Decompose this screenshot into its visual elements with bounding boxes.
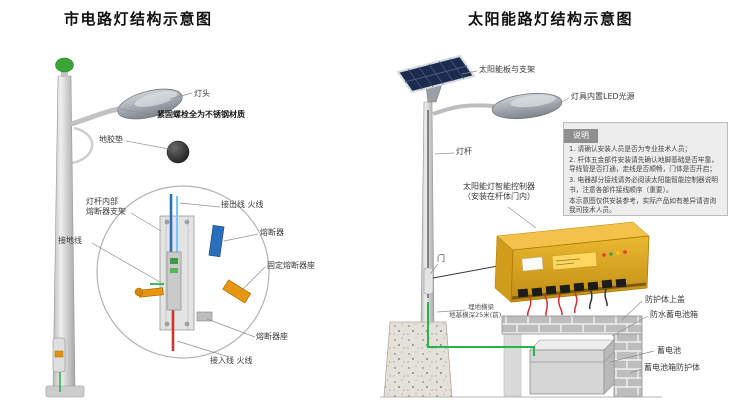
solar-pole-door xyxy=(423,267,434,295)
controller-box xyxy=(494,221,650,318)
leader-lines-left xyxy=(91,92,266,358)
mains-lamp-diagram xyxy=(45,57,270,398)
label-door: 门 xyxy=(437,254,445,263)
label-lamp-head: 灯头 xyxy=(194,89,210,98)
led-yellow xyxy=(616,251,620,255)
label-box-guard: 蓄电池箱防护体 xyxy=(644,363,700,372)
battery-box xyxy=(529,339,615,395)
instructions-title: 说明 xyxy=(564,129,598,143)
controller-white-label xyxy=(521,256,544,272)
instructions-body: 1. 请确认安装人员是否为专业技术人员； 2. 杆体五金部件安装请先确认地脚基础… xyxy=(564,143,727,215)
finial-stem xyxy=(61,70,68,77)
fuse-seat xyxy=(196,311,213,322)
label-foundation-depth: 地基横深25米(前) xyxy=(449,311,502,319)
fuse-indicator-1 xyxy=(170,258,178,264)
instructions-panel: 说明 1. 请确认安装人员是否为专业技术人员； 2. 杆体五金部件安装请先确认地… xyxy=(563,122,728,216)
label-out-wire: 接出线 火线 xyxy=(221,200,264,209)
label-buried-beam: 埋地横梁 xyxy=(468,303,494,311)
bolt-head xyxy=(134,287,144,297)
label-waterproof-box: 防水蓄电池箱 xyxy=(650,310,698,319)
left-wall xyxy=(503,333,522,397)
fuse-holder-body xyxy=(166,251,182,311)
label-battery: 蓄电池 xyxy=(657,346,681,355)
solar-lamp-diagram xyxy=(380,54,662,398)
green-finial xyxy=(55,57,74,73)
instruction-item: 本示意图仅供安装参考，实际产品如有差异请咨询我司技术人员。 xyxy=(569,196,717,215)
rubber-pad-ball xyxy=(166,140,190,164)
label-protective-cover: 防护体上盖 xyxy=(645,295,685,304)
led-red xyxy=(602,253,606,257)
instruction-item: 1. 请确认安装人员是否为专业技术人员； xyxy=(569,145,692,153)
label-controller-line2: （安装在杆体门内） xyxy=(463,192,535,201)
label-in-wire: 接入线 火线 xyxy=(210,356,253,365)
label-fixed-fuse-holder: 固定熔断器座 xyxy=(267,261,315,270)
label-ground-wire: 接地线 xyxy=(58,236,82,245)
terminal-blocks xyxy=(517,278,627,298)
left-diagram-title: 市电路灯结构示意图 xyxy=(64,10,213,28)
controller-cable xyxy=(432,265,499,279)
label-led-lamp: 灯具内置LED光源 xyxy=(571,92,635,101)
led-red-2 xyxy=(623,250,627,254)
leader-lines-right xyxy=(429,70,655,374)
instruction-item: 3. 电器部分接线请务必阅读太阳能智能控制器说明书，注意各部件接线顺序（重要）。 xyxy=(569,176,718,194)
label-bolts: 紧固螺栓全为不锈钢材质 xyxy=(157,110,245,119)
label-fuse-bracket-line2: 熔断器支架 xyxy=(86,207,126,216)
label-solar-panel: 太阳能板与支架 xyxy=(479,65,535,74)
battery-cable xyxy=(427,302,535,356)
lamp-arm xyxy=(70,105,125,127)
fuse-indicator-2 xyxy=(170,268,178,273)
label-fuse: 熔断器 xyxy=(260,228,284,237)
right-diagram-title: 太阳能路灯结构示意图 xyxy=(468,10,634,28)
pole-base-flange xyxy=(45,385,85,398)
pole-door-handle xyxy=(54,350,64,358)
fuse-component xyxy=(208,225,225,258)
label-pole: 灯杆 xyxy=(456,147,472,156)
protective-top-cover xyxy=(501,315,643,335)
led-green xyxy=(609,252,613,256)
solar-lamp-highlight xyxy=(510,94,556,108)
solar-panel xyxy=(396,54,476,94)
label-fuse-bracket-line1: 灯杆内部 xyxy=(86,197,118,206)
protective-right-wall xyxy=(613,333,643,397)
controller-wires xyxy=(526,288,608,318)
lamp-head-highlight xyxy=(134,91,178,107)
solar-lamp-arm xyxy=(432,103,495,116)
instruction-item: 2. 杆体五金部件安装请先确认地脚基础是否牢靠，导线管是否打通，走线是否顺畅，门… xyxy=(569,155,718,174)
label-fuse-holder: 熔断器座 xyxy=(256,332,288,341)
label-controller-line1: 太阳能灯智能控制器 xyxy=(463,182,535,191)
concrete-foundation xyxy=(383,321,453,398)
fuse-assembly xyxy=(134,194,252,351)
arm-scroll-ornament xyxy=(71,126,94,165)
controller-spec-sticker xyxy=(551,251,598,271)
label-rubber-pad: 地胶垫 xyxy=(99,135,123,144)
fixed-fuse-holder xyxy=(222,279,252,304)
